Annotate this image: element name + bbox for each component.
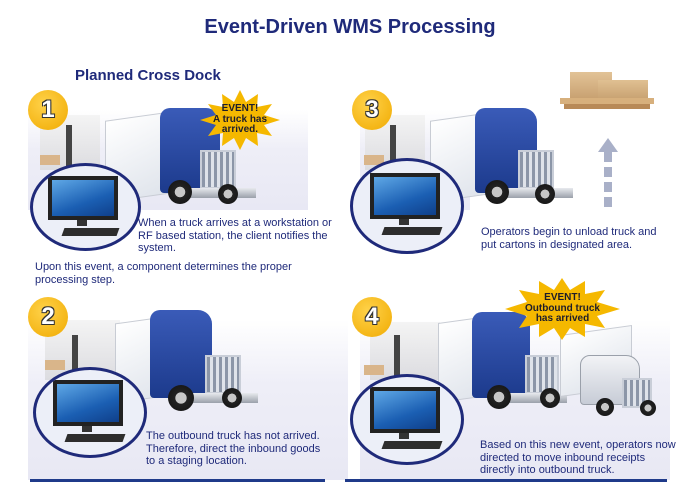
event-line: Outbound truck: [525, 302, 600, 314]
up-arrow-icon: [598, 138, 618, 152]
truck-bumper: [495, 393, 567, 403]
computer-monitor-icon: [53, 380, 123, 426]
truck-grille: [200, 150, 236, 189]
carton: [40, 155, 60, 165]
event-line: EVENT!: [221, 103, 259, 115]
diagram-title: Event-Driven WMS Processing: [204, 16, 496, 38]
step-badge: 2: [28, 297, 68, 337]
truck-wheel: [596, 398, 614, 416]
monitor-circle: [350, 374, 464, 465]
step-3-caption: Operators begin to unload truck and put …: [481, 226, 657, 251]
step-2-caption: The outbound truck has not arrived. Ther…: [146, 430, 321, 467]
carton: [364, 365, 384, 375]
divider-line: [345, 479, 667, 482]
computer-monitor-icon: [370, 173, 440, 219]
pallet-of-cartons-icon: [558, 68, 658, 116]
monitor-stand: [82, 426, 92, 432]
keyboard-icon: [381, 227, 443, 235]
truck-wheel: [485, 180, 509, 204]
diagram-subtitle: Planned Cross Dock: [75, 67, 221, 84]
truck-bumper: [180, 393, 258, 403]
keyboard-icon: [381, 441, 443, 449]
monitor-stand: [399, 219, 409, 225]
truck-grille: [518, 150, 554, 189]
divider-line: [30, 479, 325, 482]
truck-cab: [150, 310, 212, 398]
monitor-stand: [77, 220, 87, 226]
event-line: EVENT!: [544, 292, 581, 304]
step-1-caption: When a truck arrives at a workstation or…: [138, 217, 332, 254]
monitor-circle: [30, 163, 141, 251]
monitor-circle: [350, 158, 464, 254]
event-burst-1: EVENT! A truck has arrived.: [200, 90, 280, 150]
step-badge: 1: [28, 90, 68, 130]
carton: [45, 360, 65, 370]
truck-wheel: [640, 400, 656, 416]
event-line: has arrived: [535, 313, 590, 325]
truck-wheel: [168, 180, 192, 204]
truck-wheel: [487, 385, 511, 409]
loading-dock: [394, 335, 400, 380]
truck-grille: [525, 355, 559, 394]
event-burst-4: EVENT! Outbound truck has arrived: [505, 278, 620, 340]
step-1-note: Upon this event, a component determines …: [35, 261, 292, 286]
keyboard-icon: [64, 434, 126, 442]
step-badge: 3: [352, 90, 392, 130]
truck-wheel: [222, 388, 242, 408]
up-arrow-shaft: [604, 152, 612, 212]
step-badge: 4: [352, 297, 392, 337]
computer-monitor-icon: [370, 387, 440, 433]
carton: [364, 155, 384, 165]
event-line: A truck has: [212, 113, 268, 125]
monitor-stand: [399, 433, 409, 439]
loading-dock: [72, 335, 78, 380]
keyboard-icon: [61, 228, 120, 236]
loading-dock: [66, 125, 72, 170]
computer-monitor-icon: [48, 176, 118, 220]
step-4-caption: Based on this new event, operators now d…: [480, 439, 676, 476]
truck-bumper: [495, 188, 573, 198]
truck-wheel: [540, 388, 560, 408]
monitor-circle: [33, 367, 147, 458]
truck-wheel: [218, 184, 238, 204]
starburst-icon: [505, 278, 620, 340]
event-line: arrived.: [221, 124, 259, 136]
starburst-icon: [200, 90, 280, 150]
loading-dock: [390, 125, 396, 170]
truck-bumper: [178, 188, 256, 198]
truck-wheel: [535, 184, 555, 204]
truck-wheel: [168, 385, 194, 411]
